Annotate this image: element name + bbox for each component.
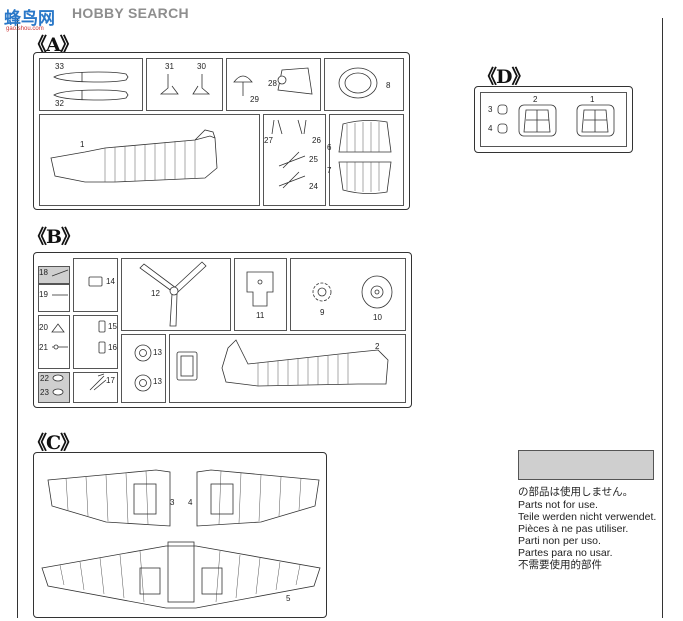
part-number-a31: 31 bbox=[165, 62, 174, 71]
section-c-label: 《C》 bbox=[28, 432, 79, 454]
part-number-d4: 4 bbox=[488, 124, 493, 133]
part-a32-drawing bbox=[53, 89, 129, 101]
logo-url-text: gao.shou.com bbox=[6, 26, 44, 32]
site-name-watermark: HOBBY SEARCH bbox=[72, 5, 189, 21]
part-number-b14: 14 bbox=[106, 277, 115, 286]
part-b16-drawing bbox=[98, 341, 106, 354]
sprue-b-cell-15-16 bbox=[73, 315, 118, 369]
part-a1-fuselage-drawing bbox=[50, 129, 218, 183]
legend-line-fr: Pièces à ne pas utiliser. bbox=[518, 523, 629, 535]
part-b17-drawing bbox=[89, 373, 107, 391]
part-b22-drawing bbox=[52, 374, 64, 382]
sprue-a-cell-33-32 bbox=[39, 58, 143, 111]
part-number-a29: 29 bbox=[250, 95, 259, 104]
part-number-b13b: 13 bbox=[153, 377, 162, 386]
sprue-a-cell-8 bbox=[324, 58, 404, 111]
unused-parts-swatch bbox=[518, 450, 654, 480]
part-number-a8: 8 bbox=[386, 81, 391, 90]
part-number-a30: 30 bbox=[197, 62, 206, 71]
legend-line-en: Parts not for use. bbox=[518, 499, 598, 511]
part-b21-drawing bbox=[52, 344, 68, 350]
part-number-d1: 1 bbox=[590, 95, 595, 104]
part-number-a26: 26 bbox=[312, 136, 321, 145]
part-number-b21: 21 bbox=[39, 343, 48, 352]
part-c4-wing-drawing bbox=[196, 469, 320, 527]
part-number-a1: 1 bbox=[80, 140, 85, 149]
part-d4-drawing bbox=[497, 123, 508, 134]
part-number-d2: 2 bbox=[533, 95, 538, 104]
part-number-b13a: 13 bbox=[153, 348, 162, 357]
part-number-d3: 3 bbox=[488, 105, 493, 114]
part-number-a32: 32 bbox=[55, 99, 64, 108]
part-b2-fuselage-drawing bbox=[221, 339, 389, 387]
part-number-b9: 9 bbox=[320, 308, 325, 317]
legend-line-it: Parti non per uso. bbox=[518, 535, 601, 547]
part-number-a25: 25 bbox=[309, 155, 318, 164]
legend-line-zh: 不需要使用的部件 bbox=[518, 559, 602, 571]
part-c5-lower-wing-drawing bbox=[41, 541, 321, 609]
part-a8-drawing bbox=[338, 67, 378, 99]
part-number-b16: 16 bbox=[108, 343, 117, 352]
part-b13a-wheel-drawing bbox=[134, 344, 152, 362]
logo-text: 蜂鸟网 bbox=[4, 9, 55, 29]
part-number-b11: 11 bbox=[256, 311, 265, 320]
part-number-c3: 3 bbox=[170, 498, 175, 507]
part-d1-canopy-drawing bbox=[576, 104, 615, 137]
part-b-frame-drawing bbox=[176, 351, 198, 381]
part-number-a28: 28 bbox=[268, 79, 277, 88]
section-a-label: 《A》 bbox=[28, 34, 79, 56]
part-number-b12: 12 bbox=[151, 289, 160, 298]
part-number-b18: 18 bbox=[39, 268, 48, 277]
part-number-b10: 10 bbox=[373, 313, 382, 322]
part-number-b20: 20 bbox=[39, 323, 48, 332]
part-number-b22: 22 bbox=[40, 374, 49, 383]
page-left-border bbox=[17, 18, 18, 618]
part-a29-drawing bbox=[233, 75, 253, 96]
sprue-b-cell-17 bbox=[73, 372, 118, 403]
part-number-b23: 23 bbox=[40, 388, 49, 397]
part-number-b19: 19 bbox=[39, 290, 48, 299]
part-c3-wing-drawing bbox=[47, 469, 171, 527]
part-number-a27: 27 bbox=[264, 136, 273, 145]
part-a33-drawing bbox=[53, 71, 129, 83]
part-number-b15: 15 bbox=[108, 322, 117, 331]
part-a6-drawing bbox=[338, 120, 392, 153]
part-d3-drawing bbox=[497, 104, 508, 115]
page-right-border bbox=[662, 18, 663, 618]
part-number-b17: 17 bbox=[106, 376, 115, 385]
part-a31-drawing bbox=[159, 74, 179, 95]
part-b20-drawing bbox=[51, 323, 65, 333]
part-b18-drawing bbox=[51, 269, 69, 277]
part-number-c5: 5 bbox=[286, 594, 291, 603]
part-number-a6: 6 bbox=[327, 143, 332, 152]
part-b12-propeller-drawing bbox=[139, 261, 207, 327]
legend-line-de: Teile werden nicht verwendet. bbox=[518, 511, 657, 523]
part-a27-26-drawing bbox=[271, 119, 307, 135]
part-b14-drawing bbox=[88, 276, 103, 287]
part-number-a24: 24 bbox=[309, 182, 318, 191]
part-b15-drawing bbox=[98, 320, 106, 333]
part-b10-wheel-drawing bbox=[361, 275, 393, 309]
section-b-label: 《B》 bbox=[28, 226, 80, 248]
part-number-a7: 7 bbox=[327, 166, 332, 175]
section-d-label: 《D》 bbox=[478, 66, 530, 88]
part-a25-24-drawing bbox=[278, 151, 306, 189]
part-a30-drawing bbox=[192, 74, 211, 95]
part-a7-drawing bbox=[338, 161, 392, 194]
legend-line-ja: の部品は使用しません。 bbox=[518, 486, 634, 498]
part-number-b2: 2 bbox=[375, 342, 380, 351]
sprue-b-cell-19 bbox=[38, 284, 70, 312]
part-b13b-wheel-drawing bbox=[134, 374, 152, 392]
part-d2-canopy-drawing bbox=[518, 104, 557, 137]
sprue-b-cell-20-21 bbox=[38, 315, 70, 369]
part-number-c4: 4 bbox=[188, 498, 193, 507]
part-b11-drawing bbox=[246, 271, 274, 307]
legend-line-es: Partes para no usar. bbox=[518, 547, 613, 559]
part-b19-drawing bbox=[52, 294, 68, 296]
part-number-a33: 33 bbox=[55, 62, 64, 71]
part-b9-gear-drawing bbox=[312, 282, 332, 302]
part-a28-drawing bbox=[277, 67, 313, 95]
part-b23-drawing bbox=[52, 388, 64, 396]
sprue-a-cell-31-30 bbox=[146, 58, 223, 111]
